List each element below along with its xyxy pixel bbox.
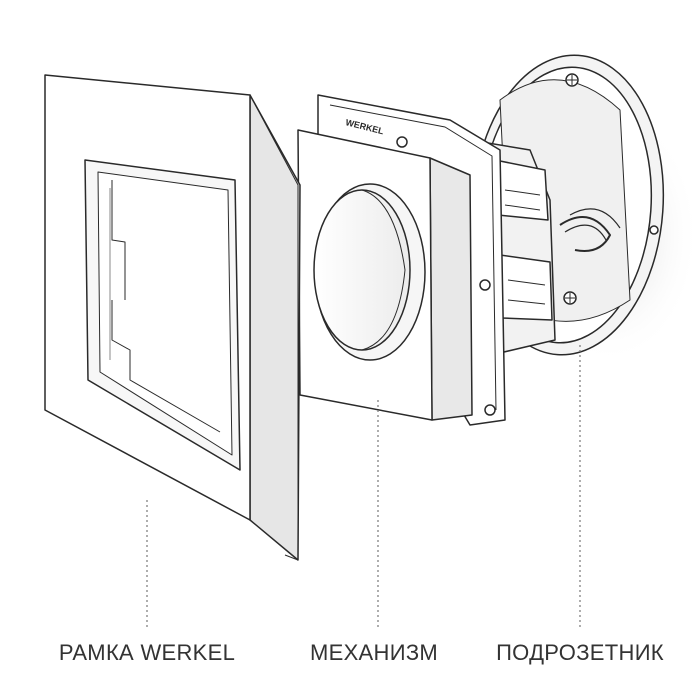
werkel-frame: [44, 74, 301, 561]
terminal-block-bottom: [499, 254, 553, 321]
dimmer-knob: [313, 189, 411, 351]
mechanism-face-side: [429, 157, 473, 421]
label-mechanism: МЕХАНИЗМ: [309, 640, 439, 665]
wire-2: [564, 224, 607, 241]
frame-side: [249, 94, 301, 561]
mounting-box: [471, 54, 700, 365]
dimmer-knob-edge: [361, 189, 406, 351]
label-frame: РАМКА WERKEL: [58, 640, 236, 665]
leader-lines: [146, 345, 581, 628]
frame-edge-depth: [249, 94, 299, 561]
wire-1: [559, 216, 611, 252]
wire-3: [569, 208, 621, 229]
mechanism: WERKEL: [297, 94, 556, 426]
terminal-block-top: [494, 159, 549, 221]
frame-opening-inner: [97, 171, 233, 456]
box-screw-right: [649, 225, 659, 235]
label-mounting-box: ПОДРОЗЕТНИК: [496, 640, 664, 665]
